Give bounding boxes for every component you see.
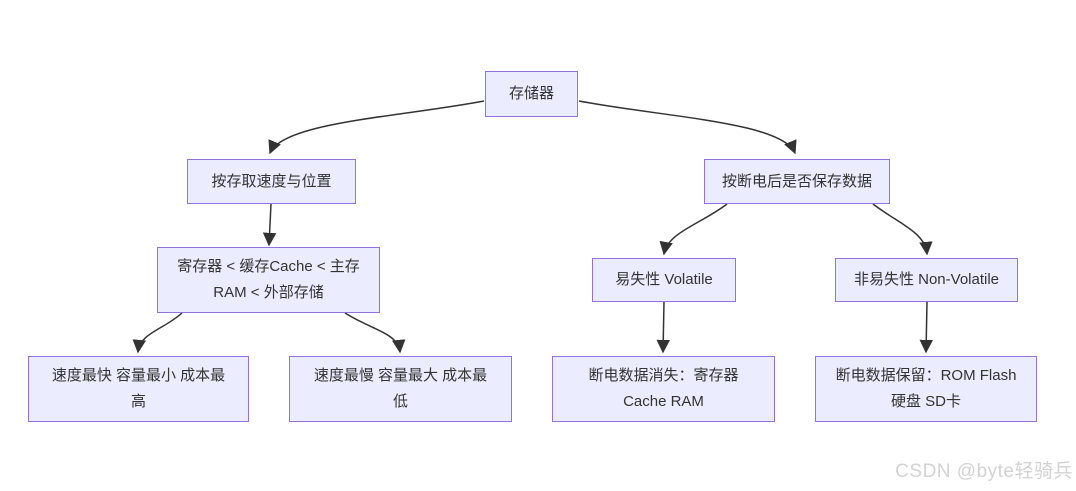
node-fastest-label: 速度最快 容量最小 成本最 高 xyxy=(51,367,226,410)
node-slowest: 速度最慢 容量最大 成本最 低 xyxy=(289,356,512,422)
node-hierarchy-label: 寄存器 < 缓存Cache < 主存 RAM < 外部存储 xyxy=(177,258,360,301)
node-root: 存储器 xyxy=(485,71,578,117)
node-by-power: 按断电后是否保存数据 xyxy=(704,159,890,204)
node-nonvolatile-label: 非易失性 Non-Volatile xyxy=(853,271,1000,288)
edge-nonvolatile-to-detail xyxy=(919,301,933,354)
node-by-power-label: 按断电后是否保存数据 xyxy=(721,172,872,190)
edge-by-power-to-volatile xyxy=(659,203,728,256)
node-nonvolatile: 非易失性 Non-Volatile xyxy=(835,258,1018,302)
edge-root-to-by-speed xyxy=(268,100,485,155)
edge-volatile-to-detail xyxy=(656,301,670,354)
node-nonvolatile-detail-label: 断电数据保留：ROM Flash 硬盘 SD卡 xyxy=(835,367,1017,410)
node-slowest-label: 速度最慢 容量最大 成本最 低 xyxy=(313,367,488,410)
node-volatile-detail: 断电数据消失：寄存器 Cache RAM xyxy=(552,356,775,422)
node-volatile: 易失性 Volatile xyxy=(592,258,736,302)
node-nonvolatile-detail: 断电数据保留：ROM Flash 硬盘 SD卡 xyxy=(815,356,1037,422)
csdn-watermark: CSDN @byte轻骑兵 xyxy=(895,461,1073,482)
node-root-label: 存储器 xyxy=(508,85,554,102)
node-volatile-label: 易失性 Volatile xyxy=(615,271,713,288)
node-volatile-detail-label: 断电数据消失：寄存器 Cache RAM xyxy=(588,367,739,410)
edge-by-speed-to-hierarchy xyxy=(262,203,277,247)
edge-hierarchy-to-slowest xyxy=(344,312,406,354)
node-fastest: 速度最快 容量最小 成本最 高 xyxy=(28,356,249,422)
edge-by-power-to-nonvolatile xyxy=(872,203,933,256)
edge-root-to-by-power xyxy=(578,100,797,155)
edge-hierarchy-to-fastest xyxy=(132,312,183,354)
node-by-speed: 按存取速度与位置 xyxy=(187,159,356,204)
node-hierarchy: 寄存器 < 缓存Cache < 主存 RAM < 外部存储 xyxy=(157,247,380,313)
node-by-speed-label: 按存取速度与位置 xyxy=(211,172,332,190)
